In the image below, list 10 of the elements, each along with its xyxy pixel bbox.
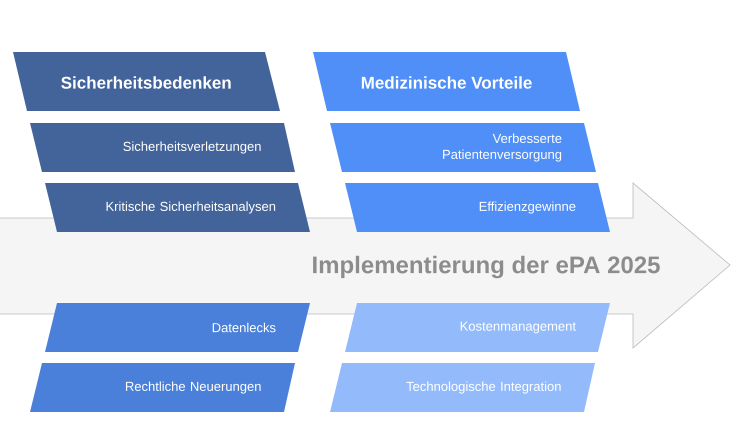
item-box: Sicherheitsverletzungen — [30, 123, 295, 172]
heading-box: Sicherheitsbedenken — [13, 52, 280, 111]
item-box: Technologische Integration — [330, 363, 595, 412]
item-box: Effizienzgewinne — [345, 183, 610, 232]
item-box: Kostenmanagement — [345, 303, 610, 352]
item-box: Rechtliche Neuerungen — [30, 363, 295, 412]
heading-box: Medizinische Vorteile — [313, 52, 580, 111]
item-box: Verbesserte Patientenversorgung — [330, 123, 596, 172]
item-box: Kritische Sicherheitsanalysen — [45, 183, 310, 232]
item-box: Datenlecks — [45, 303, 310, 352]
